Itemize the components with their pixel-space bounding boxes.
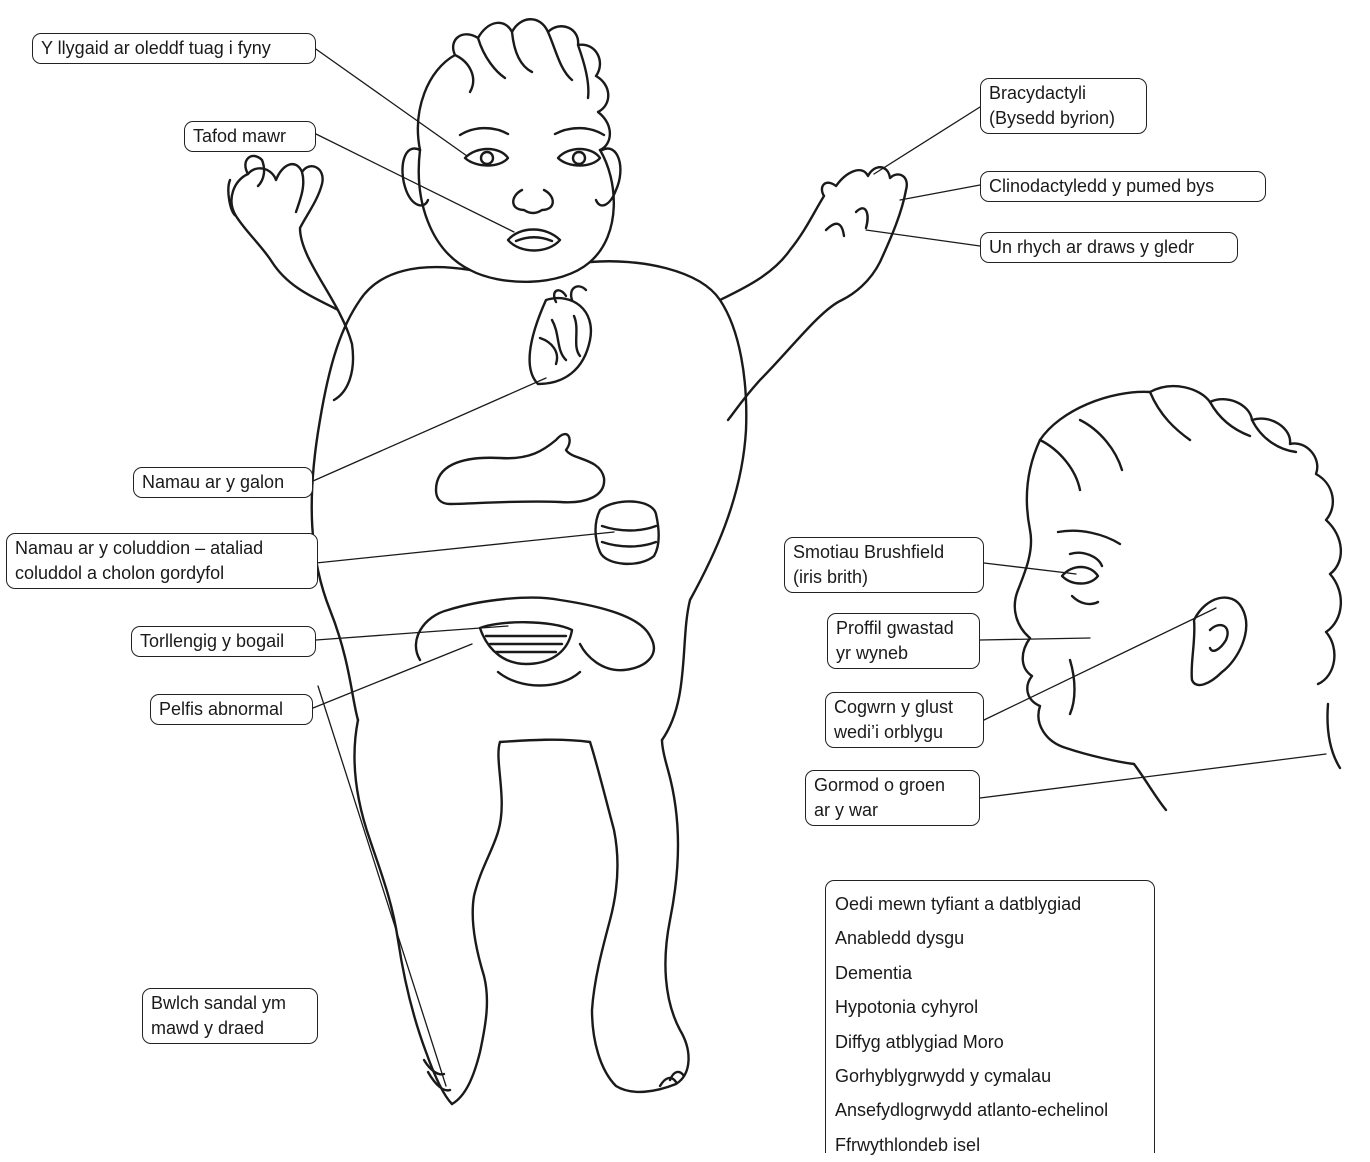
profile-jaw [1070,660,1075,714]
profile-brow [1058,531,1120,544]
leader-umbilical [316,626,508,640]
label-gut-defects-line2: coluddol a cholon gordyfol [15,561,309,586]
heart-organ [530,298,591,384]
label-sandal-gap-line2: mawd y draed [151,1016,309,1041]
profile-hair-strands [1040,392,1296,490]
list-item: Ffrwythlondeb isel [835,1128,1145,1162]
baby-left-arm [228,164,353,400]
baby-torso-right [590,261,746,740]
baby-right-palm [826,208,868,236]
profile-neck [1328,704,1341,768]
label-heart-defects: Namau ar y galon [133,467,313,498]
profile-ear [1192,598,1247,686]
label-umbilical-hernia: Torllengig y bogail [131,626,316,657]
label-folded-ear-line2: wedi’i orblygu [834,720,975,745]
baby-right-brow [555,128,604,135]
baby-tongue [516,237,552,241]
profile-hair [1040,386,1341,684]
label-clinodactyly: Clinodactyledd y pumed bys [980,171,1266,202]
pelvis-lower-curve [498,672,580,686]
label-brachydactyly-line1: Bracydactyli [989,81,1138,106]
leader-sandal [318,686,446,1086]
baby-right-leg [590,740,689,1092]
baby-torso-left [312,267,470,720]
baby-nose [513,190,553,213]
profile-eye [1062,567,1098,584]
label-large-tongue: Tafod mawr [184,121,316,152]
baby-left-ear [402,149,428,206]
umbilical-hernia [480,622,572,664]
label-flat-profile-line2: yr wyneb [836,641,971,666]
label-large-tongue-text: Tafod mawr [193,124,307,149]
label-folded-ear: Cogwrn y glust wedi’i orblygu [825,692,984,748]
baby-left-brow [460,128,508,135]
label-palmar-crease-text: Un rhych ar draws y gledr [989,235,1229,260]
profile-face [1015,440,1166,810]
label-clinodactyly-text: Clinodactyledd y pumed bys [989,174,1257,199]
baby-crotch [500,740,590,742]
list-item: Anabledd dysgu [835,921,1145,955]
leader-brushfield [984,563,1076,574]
profile-head [1015,386,1341,810]
leader-heart [313,378,546,481]
baby-head [419,150,614,282]
list-item: Ansefydlogrwydd atlanto-echelinol [835,1093,1145,1127]
list-item: Diffyg atblygiad Moro [835,1025,1145,1059]
label-brushfield-spots-line1: Smotiau Brushfield [793,540,975,565]
label-folded-ear-line1: Cogwrn y glust [834,695,975,720]
pelvis-outline [416,598,654,671]
label-excess-neck-skin-line2: ar y war [814,798,971,823]
label-slanted-eyes: Y llygaid ar oleddf tuag i fyny [32,33,316,64]
baby-right-pupil [573,152,585,164]
label-heart-defects-text: Namau ar y galon [142,470,304,495]
label-excess-neck-skin: Gormod o groen ar y war [805,770,980,826]
label-brachydactyly: Bracydactyli (Bysedd byrion) [980,78,1147,134]
leader-brachy [874,107,980,174]
additional-features-list: Oedi mewn tyfiant a datblygiad Anabledd … [825,880,1155,1153]
list-item: Hypotonia cyhyrol [835,990,1145,1024]
leader-pelvis [313,644,472,708]
label-umbilical-hernia-text: Torllengig y bogail [140,629,307,654]
stomach-organ [436,434,604,504]
label-abnormal-pelvis: Pelfis abnormal [150,694,313,725]
label-slanted-eyes-text: Y llygaid ar oleddf tuag i fyny [41,36,307,61]
label-sandal-gap-line1: Bwlch sandal ym [151,991,309,1016]
list-item: Dementia [835,956,1145,990]
list-item: Gorhyblygrwydd y cymalau [835,1059,1145,1093]
baby-hair [418,19,610,150]
label-brushfield-spots-line2: (iris brith) [793,565,975,590]
label-palmar-crease: Un rhych ar draws y gledr [980,232,1238,263]
list-item: Oedi mewn tyfiant a datblygiad [835,887,1145,921]
baby-left-pupil [481,152,493,164]
label-abnormal-pelvis-text: Pelfis abnormal [159,697,304,722]
leader-clino [900,185,980,200]
label-excess-neck-skin-line1: Gormod o groen [814,773,971,798]
label-gut-defects-line1: Namau ar y coluddion – ataliad [15,536,309,561]
label-flat-profile: Proffil gwastad yr wyneb [827,613,980,669]
label-sandal-gap: Bwlch sandal ym mawd y draed [142,988,318,1044]
leader-gut [316,532,614,563]
baby-right-arm [720,167,907,420]
label-brachydactyly-line2: (Bysedd byrion) [989,106,1138,131]
baby-left-foot [452,742,502,1104]
baby-left-leg [354,720,452,1104]
baby-left-thumb [245,156,264,186]
label-gut-defects: Namau ar y coluddion – ataliad coluddol … [6,533,318,589]
label-brushfield-spots: Smotiau Brushfield (iris brith) [784,537,984,593]
label-flat-profile-line1: Proffil gwastad [836,616,971,641]
leader-crease [866,230,980,246]
leader-profile [980,638,1090,640]
